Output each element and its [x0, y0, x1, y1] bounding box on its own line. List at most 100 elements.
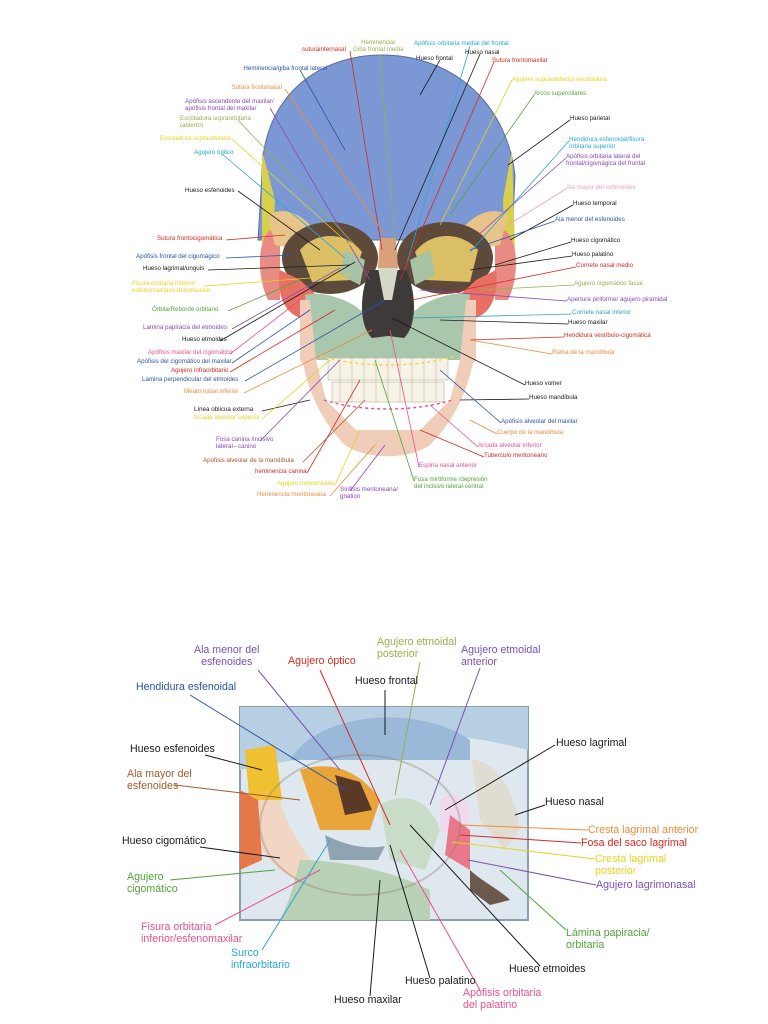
label-sutura-frontomaxilar: Sutura frontomaxilar: [492, 57, 548, 64]
label-hueso-maxilar-2: Hueso maxilar: [334, 994, 402, 1006]
leader-line: [207, 264, 351, 271]
label-escotadura-supraorbitaria: Escotadura supraorbitaria: [160, 135, 231, 142]
label-fisura-orbitaria-inferior-2: Fisura orbitaria inferior/esfenomaxilar: [141, 921, 243, 945]
leader-line: [499, 188, 567, 231]
leader-line: [329, 444, 376, 497]
label-hueso-parietal: Hueso parietal: [570, 115, 610, 122]
label-linea-oblicua-externa: Línea oblicua externa: [194, 406, 254, 413]
leader-line: [319, 669, 391, 826]
leader-line: [469, 220, 556, 251]
leader-line: [411, 266, 577, 301]
leader-line: [199, 846, 281, 859]
leader-line: [449, 94, 535, 216]
label-meato-nasal-inferior: Meato nasal inferior: [184, 388, 239, 395]
label-sutura-frontonasal: Sutura frontonasal: [231, 84, 282, 91]
label-apofisis-orbitaria-lateral: Apófisis orbitaria lateral del frontal/c…: [566, 153, 646, 167]
leader-line: [459, 834, 582, 844]
leader-line: [169, 869, 276, 881]
leader-line: [477, 157, 567, 236]
label-cresta-lagrimal-anterior: Cresta lagrimal anterior: [588, 824, 699, 836]
leader-line: [394, 661, 421, 796]
leader-line: [461, 824, 589, 831]
label-agujero-supraorbitario: Agujero supraorbitario/ escotadura: [512, 76, 607, 83]
label-fosa-saco-lagrimal: Fosa del saco lagrimal: [581, 837, 687, 849]
label-espina-nasal-anterior: Espina nasal anterior: [419, 462, 478, 469]
label-hueso-etmoides: Hueso etmoides: [182, 336, 227, 343]
leader-line: [469, 419, 498, 435]
label-giba-frontal-lateral: Heminencia/giba frontal lateral: [243, 65, 327, 72]
leader-line: [227, 279, 301, 312]
leader-line: [459, 398, 530, 401]
label-agujero-optico-2: Agujero óptico: [288, 655, 356, 667]
leader-line: [225, 234, 286, 241]
label-apofisis-cigomatico-maxilar: Apófisis del cigomático del maxilar: [137, 358, 232, 365]
label-hueso-lagrimal-2: Hueso lagrimal: [556, 737, 627, 749]
label-lamina-papiracia: Lamina papiracia del etmoides: [143, 324, 227, 331]
label-hueso-vomer: Hueso vomer: [525, 380, 562, 387]
leader-line: [243, 329, 373, 394]
label-agujero-etmoidal-posterior: Agujero etmoidal posterior: [377, 636, 457, 660]
label-fisura-orbitaria-inferior: Fisura orbitaria inferior/ esfenomaxilar…: [132, 280, 211, 294]
leader-line: [399, 61, 495, 281]
label-ala-menor-esfenoides: Ala menor del esfenoides: [555, 216, 625, 223]
label-cuerpo-mandibula: Cuerpo de la mandíbula: [497, 429, 564, 436]
label-hueso-esfenoides: Hueso esfenoides: [185, 187, 235, 194]
leader-line: [259, 359, 341, 442]
leader-line: [261, 359, 331, 420]
label-heminencia-mentoneana: Heminencia mentoneana: [257, 491, 326, 498]
leader-line: [439, 319, 569, 325]
label-apofisis-orbitaria-palatino: Apófisis orbitaria del palatino: [463, 987, 542, 1011]
label-agujero-lagrimonasal: Agujero lagrimonasal: [596, 879, 696, 891]
leader-line: [479, 284, 575, 291]
label-hendidura-esfenoidal: Hendidura esfenoidal/fisura orbitaria su…: [569, 136, 645, 150]
leader-line: [411, 313, 573, 319]
leader-line: [302, 399, 366, 463]
leader-line: [349, 444, 386, 492]
label-hueso-esfenoides-2: Hueso esfenoides: [130, 743, 215, 755]
leader-line: [419, 59, 441, 96]
nasal-aperture: [362, 270, 414, 338]
leader-line: [204, 754, 263, 771]
label-apofisis-maxilar-cigomatico: Apófisis maxilar del cigomático: [148, 349, 233, 356]
leader-line: [261, 399, 311, 412]
leader-line: [429, 667, 481, 806]
label-hendidura-esfenoidal-2: Hendidura esfenoidal: [136, 681, 237, 693]
leader-line: [419, 289, 568, 302]
leader-line: [439, 79, 513, 226]
label-cornete-nasal-inferior: Cornete nasal inferior: [572, 309, 632, 316]
label-apofisis-alveolar-maxilar: Apófisis alveolar del maxilar: [501, 418, 578, 425]
leader-line: [439, 369, 502, 424]
label-hueso-lagrimal: Hueso lagrimal/unguis: [143, 265, 205, 272]
leader-line: [391, 317, 526, 386]
leader-line: [467, 859, 597, 886]
leader-line: [469, 339, 553, 355]
label-cresta-lagrimal-posterior: Cresta lagrimal posterior: [595, 853, 667, 877]
label-hueso-nasal: Hueso nasal: [465, 49, 500, 56]
label-sinfisis-mentoneana: Sínfisis mentoneana/ gnation: [340, 486, 398, 500]
label-escotadura-abierto: Escotadura supraorbitaria (abierto): [180, 115, 251, 129]
nasal-bones: [378, 238, 398, 268]
orbit-maxilla: [280, 860, 430, 920]
label-agujero-optico: Agujero óptico: [194, 149, 234, 156]
label-apertura-piriforme: Apertura piriforme/ agujero piramidal: [567, 296, 668, 303]
leader-line: [399, 849, 481, 991]
label-hueso-frontal: Hueso frontal: [416, 55, 453, 62]
label-ala-menor-esfenoides-2: Ala menor del esfenoides: [194, 644, 260, 668]
label-hueso-cigomatico: Hueso cigomático: [571, 237, 621, 244]
leader-line: [389, 844, 431, 979]
label-fosa-canina: Fosa canina /incisivo lateral– canino: [216, 436, 274, 450]
leader-line: [444, 744, 556, 811]
leader-line: [244, 299, 386, 382]
label-agujero-cigomatico-2: Agujero cigomático: [127, 871, 178, 895]
label-hueso-frontal-2: Hueso frontal: [355, 675, 419, 687]
label-apofisis-alveolar-mandibula: Apófisis alveolar de la mandíbula: [203, 457, 294, 464]
temporal-left: [259, 230, 280, 300]
label-hueso-palatino: Hueso palatino: [572, 251, 614, 258]
label-agujero-mentoneano: Agujero mentoneano: [277, 480, 335, 487]
leader-line: [237, 190, 321, 251]
label-hueso-maxilar: Hueso maxilar: [568, 319, 608, 326]
leader-line: [394, 53, 481, 251]
label-sutura-internasal: suturainternasal: [301, 46, 346, 53]
leader-line: [409, 824, 541, 967]
